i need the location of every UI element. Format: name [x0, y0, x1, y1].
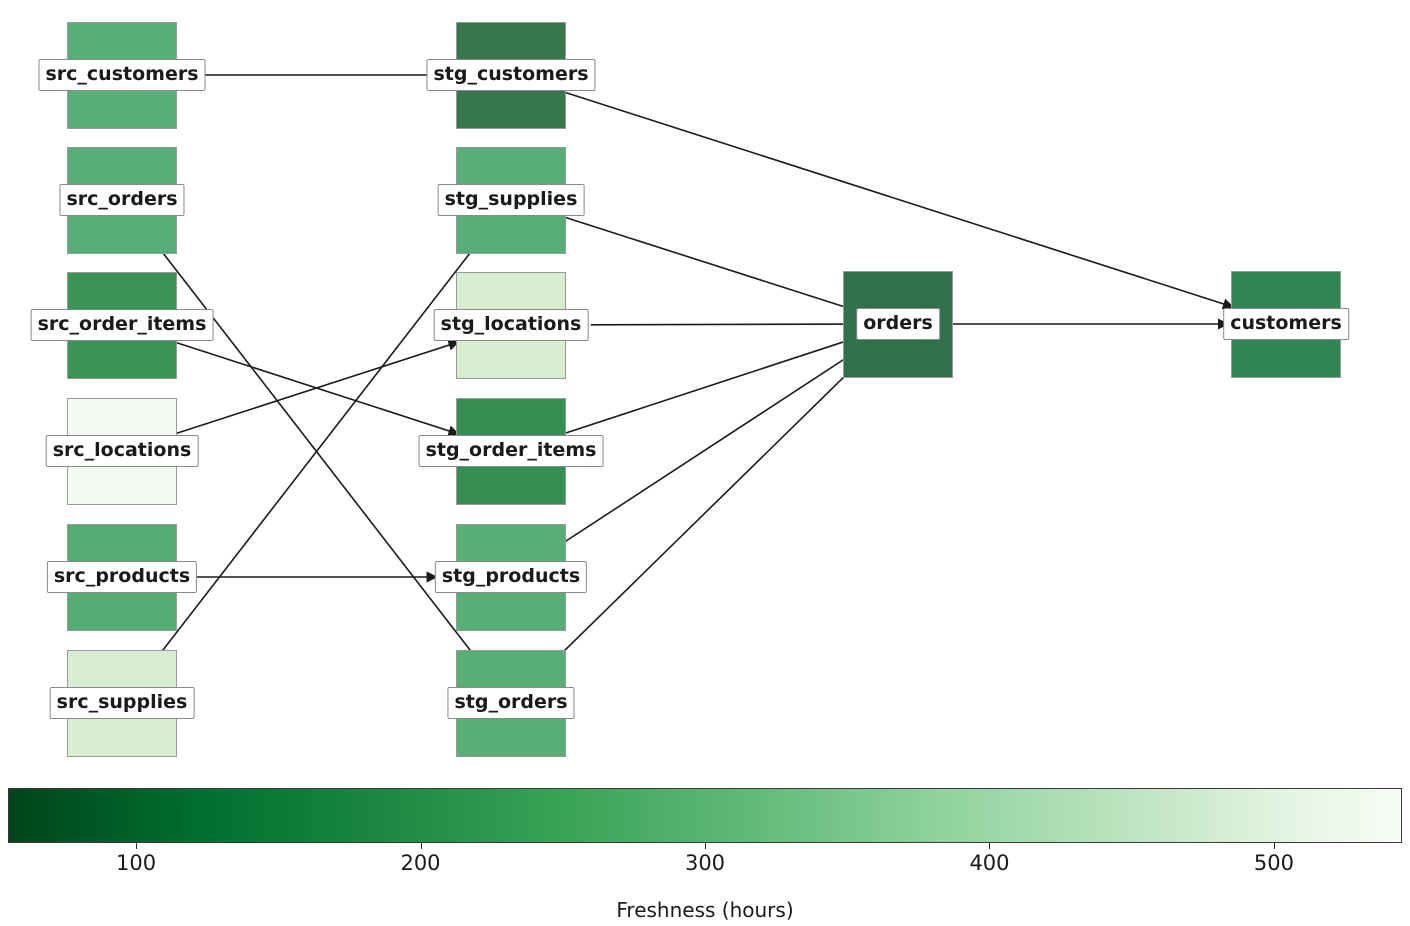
- node-label-src_locations: src_locations: [45, 435, 199, 467]
- tick-mark: [1273, 843, 1275, 849]
- colorbar-label: Freshness (hours): [616, 898, 794, 922]
- node-label-orders: orders: [856, 308, 940, 340]
- colorbar-gradient[interactable]: [8, 788, 1402, 843]
- tick-mark: [989, 843, 991, 849]
- edge-src_order_items-to-stg_order_items: [174, 341, 460, 437]
- edge-layer: [134, 74, 1235, 687]
- tick-label: 200: [400, 851, 441, 875]
- node-label-src_order_items: src_order_items: [30, 309, 214, 341]
- edges-group: [134, 74, 1235, 687]
- node-label-stg_customers: stg_customers: [426, 59, 596, 91]
- node-label-src_products: src_products: [46, 561, 198, 593]
- node-label-stg_locations: stg_locations: [433, 309, 589, 341]
- node-label-stg_supplies: stg_supplies: [437, 184, 585, 216]
- tick-mark: [705, 843, 706, 849]
- tick-label: 100: [115, 851, 157, 875]
- node-label-src_orders: src_orders: [59, 184, 185, 216]
- node-label-stg_products: stg_products: [434, 561, 588, 593]
- edge-stg_supplies-to-orders: [563, 216, 858, 313]
- tick-label: 400: [969, 851, 1010, 875]
- node-label-customers: customers: [1223, 308, 1349, 340]
- edge-stg_orders-to-orders: [527, 340, 882, 687]
- tick-mark: [420, 843, 422, 849]
- node-label-stg_orders: stg_orders: [447, 687, 575, 719]
- tick-label: 500: [1253, 851, 1295, 875]
- colorbar-section: 100 200 300 400 500 Freshness (hours): [0, 780, 1410, 926]
- tick-label: 300: [684, 851, 726, 875]
- edge-stg_locations-to-orders: [590, 318, 858, 330]
- colorbar-ticks: 100 200 300 400 500: [8, 843, 1402, 903]
- tick-mark: [136, 843, 138, 849]
- edge-src_locations-to-stg_locations: [174, 339, 460, 435]
- edge-stg_order_items-to-orders: [562, 335, 858, 435]
- node-label-src_customers: src_customers: [38, 59, 206, 91]
- node-label-src_supplies: src_supplies: [49, 687, 195, 719]
- node-label-stg_order_items: stg_order_items: [418, 435, 604, 467]
